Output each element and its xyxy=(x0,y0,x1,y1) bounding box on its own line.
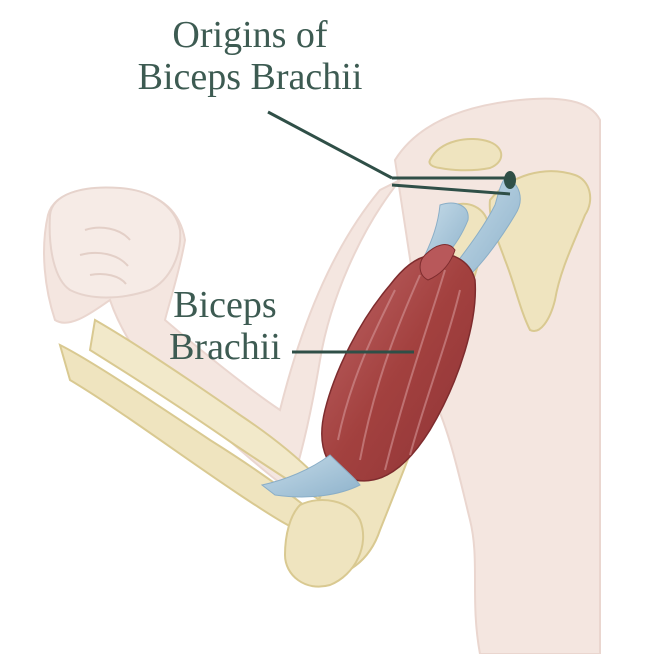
elbow-joint xyxy=(283,499,365,588)
origins-pointer-dot xyxy=(504,171,516,189)
finger-lines xyxy=(79,226,131,285)
origins-label-line-2: Biceps Brachii xyxy=(137,56,363,98)
origins-label: Origins of Biceps Brachii xyxy=(100,14,400,98)
origins-leader-line xyxy=(267,110,393,180)
biceps-short-head xyxy=(419,244,456,281)
biceps-muscle-fibers xyxy=(337,269,461,471)
biceps-label-line-2: Brachii xyxy=(169,326,281,368)
origins-leader-line-lower xyxy=(391,183,511,196)
biceps-label: Biceps Brachii xyxy=(140,284,310,368)
fist-outline xyxy=(48,186,182,299)
biceps-label-line-1: Biceps xyxy=(173,284,277,326)
origins-label-line-1: Origins of xyxy=(172,14,328,56)
biceps-insertion-tendon xyxy=(260,454,361,498)
acromion-bone xyxy=(428,138,503,172)
